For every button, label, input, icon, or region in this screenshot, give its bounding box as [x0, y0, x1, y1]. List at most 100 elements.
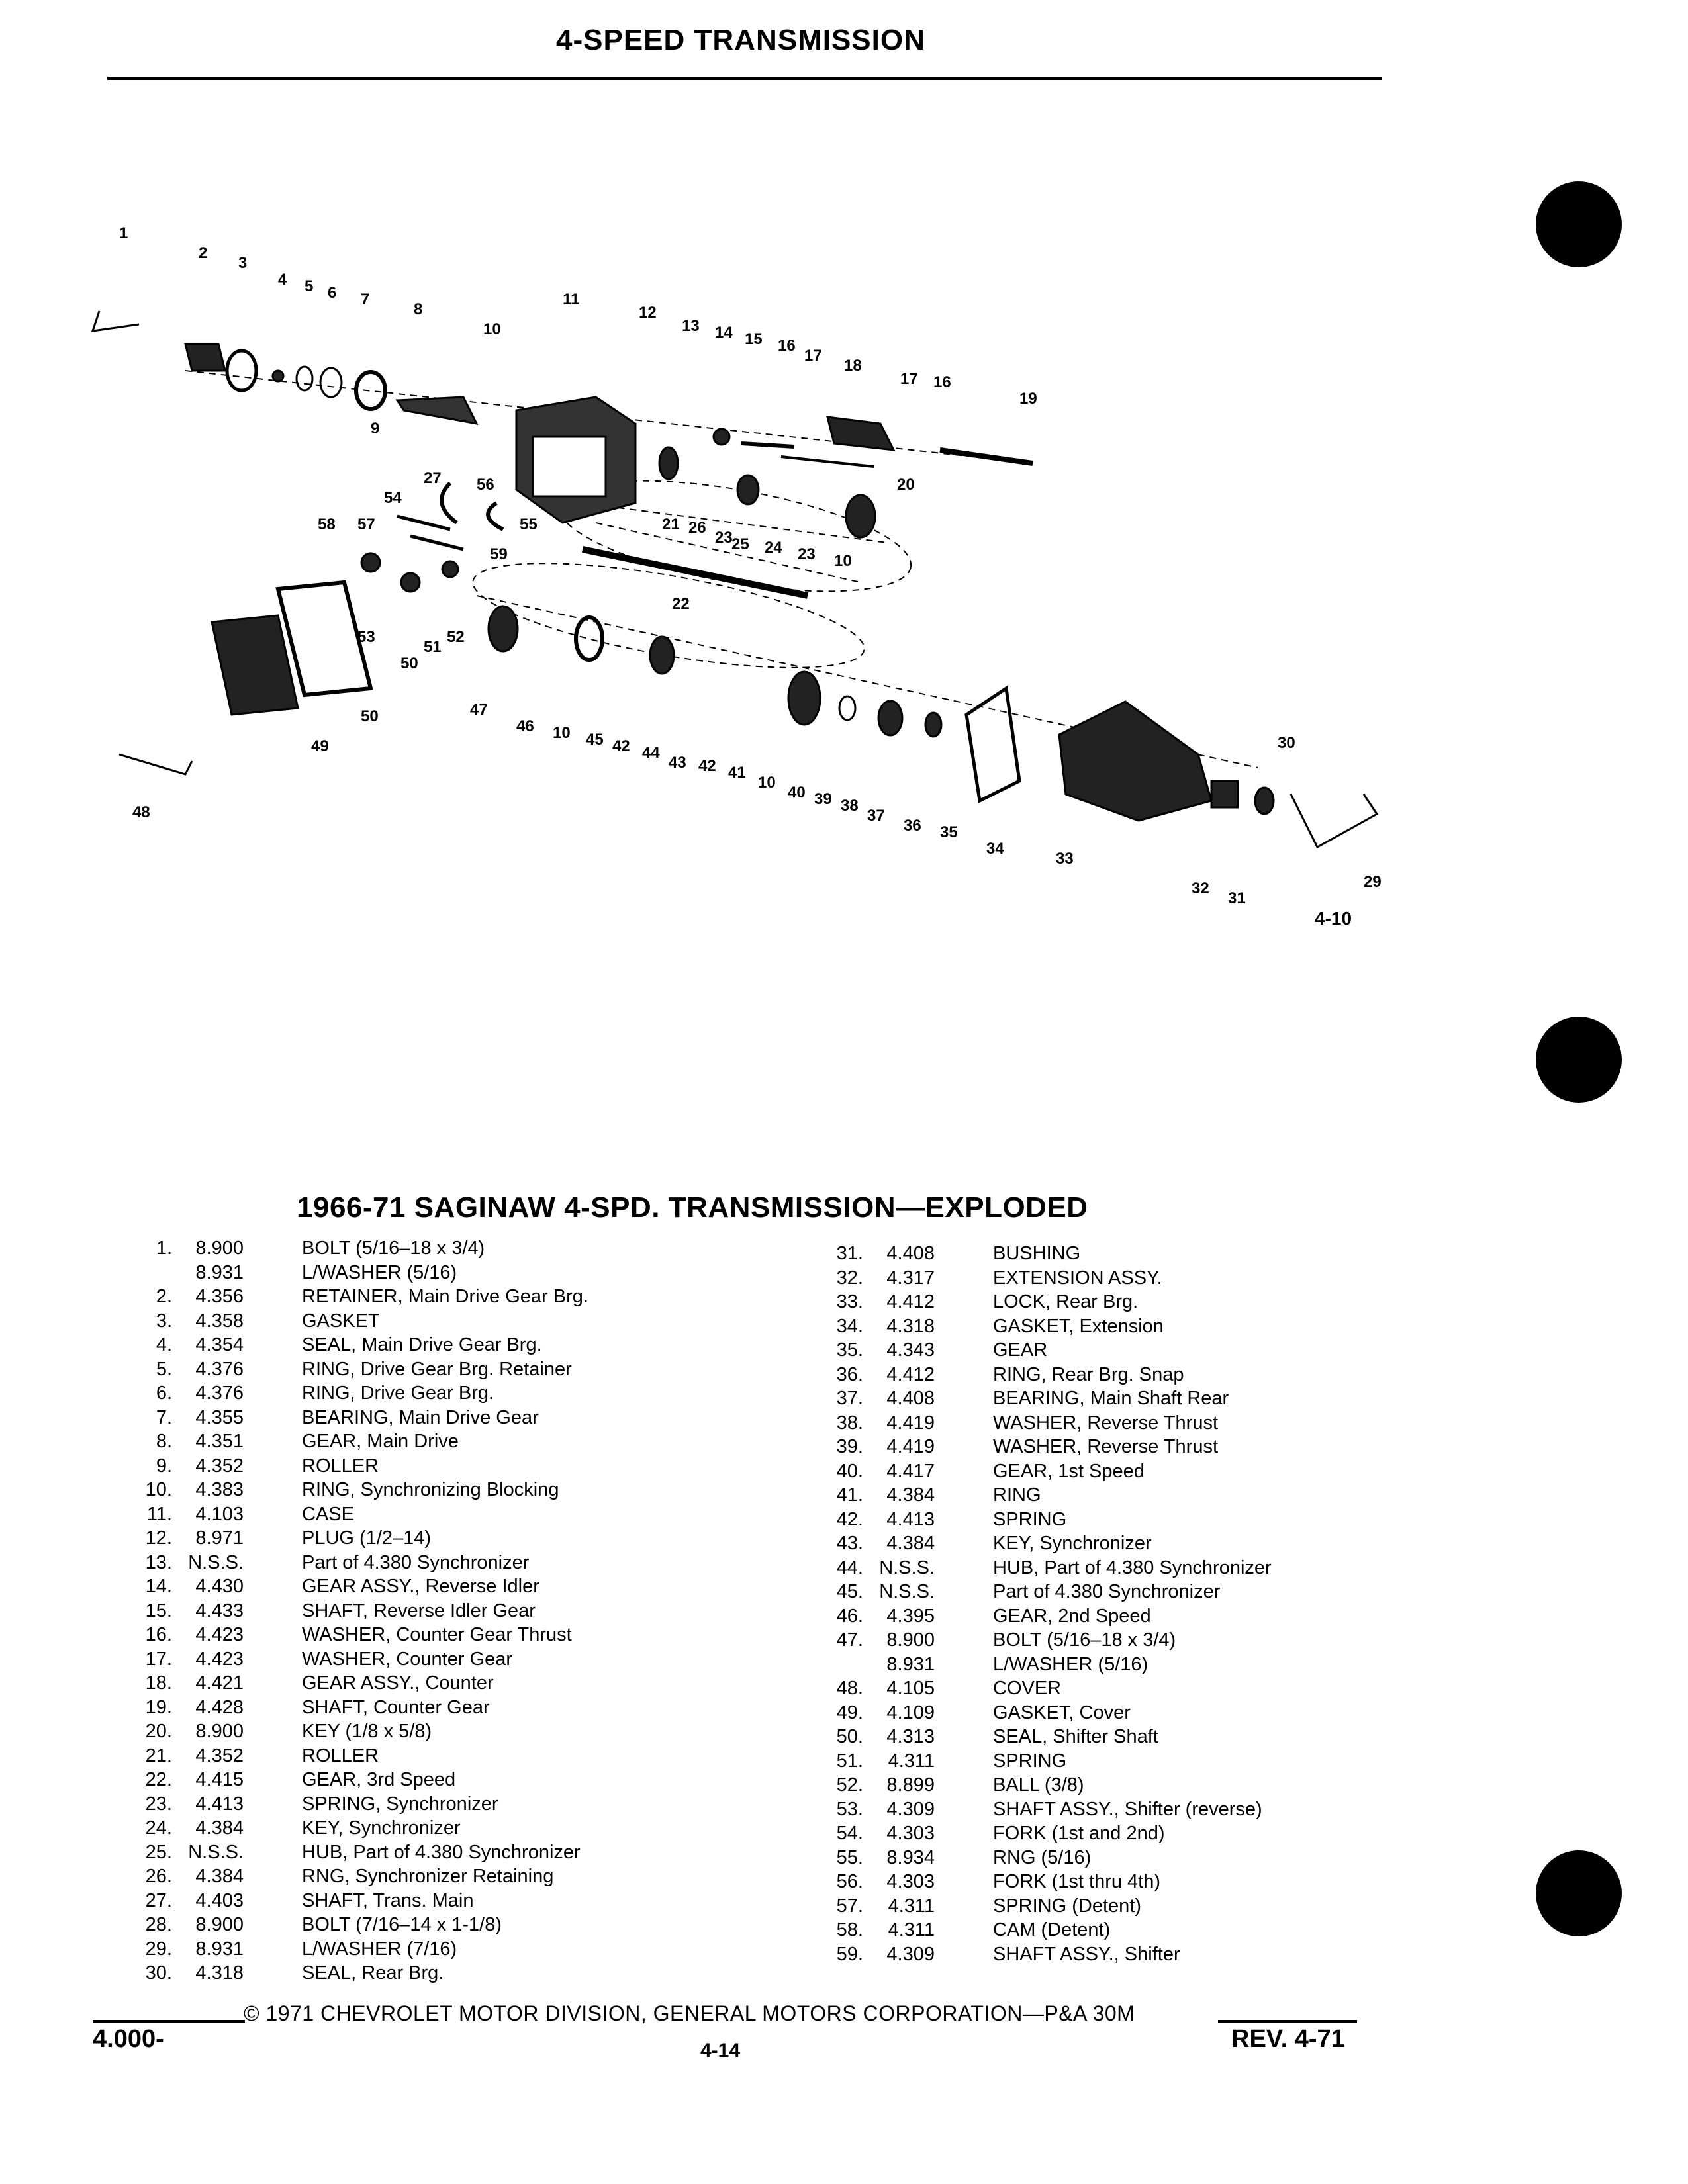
part-description: RING, Synchronizing Blocking — [302, 1479, 559, 1500]
part-description: BALL (3/8) — [993, 1774, 1084, 1796]
callout-label: 17 — [900, 370, 918, 388]
part-group-code: 4.428 — [195, 1696, 244, 1718]
callout-label: 42 — [698, 757, 716, 775]
part-group-code: 4.303 — [886, 1823, 935, 1844]
part-group-code: N.S.S. — [879, 1581, 935, 1602]
revision-date: REV. 4-71 — [1231, 2025, 1345, 2053]
part-description: L/WASHER (5/16) — [302, 1261, 457, 1283]
part-group-code: 4.318 — [195, 1962, 244, 1983]
part-group-code: 4.376 — [195, 1358, 244, 1380]
part-description: Part of 4.380 Synchronizer — [302, 1551, 530, 1573]
part-description: SHAFT, Counter Gear — [302, 1696, 490, 1718]
part-group-code: 4.317 — [886, 1267, 935, 1289]
part-number: 28. — [145, 1914, 172, 1935]
callout-label: 2 — [199, 244, 207, 262]
part-group-code: 4.423 — [195, 1648, 244, 1670]
part-number: 29. — [145, 1938, 172, 1960]
binder-hole-middle — [1536, 1017, 1622, 1103]
part-description: COVER — [993, 1678, 1062, 1699]
part-group-code: 8.934 — [886, 1846, 935, 1868]
part-number: 22. — [145, 1769, 172, 1790]
part-number: 53. — [836, 1798, 863, 1820]
callout-label: 17 — [804, 347, 822, 365]
part-description: SEAL, Main Drive Gear Brg. — [302, 1334, 542, 1355]
page-number: 4-14 — [700, 2040, 741, 2062]
part-number: 9. — [156, 1455, 172, 1477]
part-group-code: N.S.S. — [188, 1841, 244, 1863]
header-rule — [107, 77, 1382, 80]
part-number: 59. — [836, 1943, 863, 1965]
callout-label: 57 — [357, 516, 375, 533]
part-group-code: 8.899 — [886, 1774, 935, 1796]
part-group-code: 4.384 — [195, 1817, 244, 1839]
part-group-code: 4.403 — [195, 1889, 244, 1911]
callout-label: 25 — [731, 535, 749, 553]
part-description: GASKET, Cover — [993, 1702, 1131, 1723]
part-description: GEAR ASSY., Reverse Idler — [302, 1576, 539, 1597]
part-description: RING — [993, 1484, 1041, 1506]
callout-label: 23 — [715, 529, 733, 547]
binder-hole-top — [1536, 181, 1622, 267]
part-number: 46. — [836, 1605, 863, 1627]
part-number: 25. — [145, 1841, 172, 1863]
part-group-code: 4.355 — [195, 1406, 244, 1428]
part-description: KEY (1/8 x 5/8) — [302, 1721, 432, 1742]
part-group-code: N.S.S. — [188, 1551, 244, 1573]
callout-label: 7 — [361, 291, 369, 308]
part-number: 13. — [145, 1551, 172, 1573]
part-number: 48. — [836, 1678, 863, 1699]
part-number: 1. — [156, 1238, 172, 1259]
part-description: RETAINER, Main Drive Gear Brg. — [302, 1286, 588, 1307]
part-description: SHAFT, Reverse Idler Gear — [302, 1600, 536, 1621]
part-number: 2. — [156, 1286, 172, 1307]
part-group-code: 4.421 — [195, 1672, 244, 1694]
part-number: 42. — [836, 1508, 863, 1530]
part-group-code: 8.971 — [195, 1527, 244, 1549]
callout-label: 10 — [758, 774, 776, 792]
callout-label: 30 — [1278, 734, 1295, 752]
part-number: 5. — [156, 1358, 172, 1380]
figure-number: 4-10 — [1315, 908, 1352, 929]
part-description: GASKET — [302, 1310, 380, 1332]
part-description: FORK (1st thru 4th) — [993, 1871, 1161, 1892]
part-description: FORK (1st and 2nd) — [993, 1823, 1165, 1844]
part-group-code: 4.311 — [888, 1895, 935, 1917]
part-description: RING, Drive Gear Brg. Retainer — [302, 1358, 572, 1380]
part-group-code: 8.900 — [195, 1721, 244, 1742]
part-description: RING, Drive Gear Brg. — [302, 1383, 494, 1404]
part-description: RNG (5/16) — [993, 1846, 1092, 1868]
callout-label: 32 — [1192, 880, 1209, 897]
callout-label: 19 — [1019, 390, 1037, 408]
part-number: 40. — [836, 1460, 863, 1482]
part-group-code: 4.376 — [195, 1383, 244, 1404]
callout-label: 24 — [765, 539, 782, 557]
part-group-code: 4.383 — [195, 1479, 244, 1500]
callout-label: 36 — [904, 817, 921, 835]
callout-label: 21 — [662, 516, 680, 533]
part-group-code: 4.433 — [195, 1600, 244, 1621]
part-description: PLUG (1/2–14) — [302, 1527, 432, 1549]
part-number: 37. — [836, 1388, 863, 1409]
part-description: BOLT (7/16–14 x 1-1/8) — [302, 1914, 502, 1935]
part-number: 51. — [836, 1750, 863, 1772]
part-number: 34. — [836, 1315, 863, 1337]
part-group-code: 8.931 — [886, 1653, 935, 1675]
part-description: WASHER, Reverse Thrust — [993, 1436, 1219, 1457]
part-number: 58. — [836, 1919, 863, 1940]
part-description: HUB, Part of 4.380 Synchronizer — [302, 1841, 581, 1863]
part-group-code: N.S.S. — [879, 1557, 935, 1578]
callout-label: 33 — [1056, 850, 1074, 868]
callout-label: 56 — [477, 476, 494, 494]
part-description: SHAFT, Trans. Main — [302, 1889, 474, 1911]
part-group-code: 8.931 — [195, 1938, 244, 1960]
part-group-code: 4.395 — [886, 1605, 935, 1627]
part-group-code: 4.352 — [195, 1455, 244, 1477]
parts-table-title: 1966-71 SAGINAW 4-SPD. TRANSMISSION—EXPL… — [297, 1191, 1088, 1224]
part-description: Part of 4.380 Synchronizer — [993, 1581, 1221, 1602]
callout-label: 44 — [642, 744, 660, 762]
part-number: 33. — [836, 1291, 863, 1312]
part-description: CAM (Detent) — [993, 1919, 1111, 1940]
part-description: GEAR, 1st Speed — [993, 1460, 1145, 1482]
part-number: 18. — [145, 1672, 172, 1694]
